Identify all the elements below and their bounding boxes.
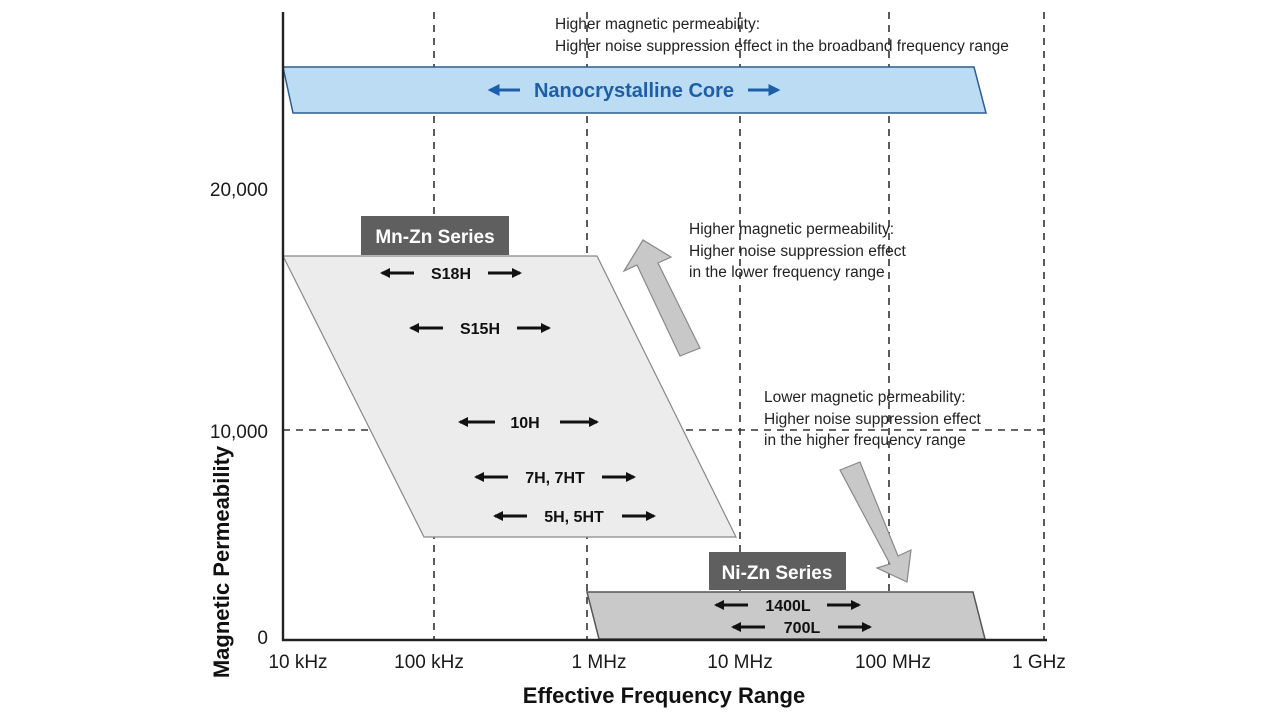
note-line: Higher noise suppression effect in the b…: [555, 38, 1009, 55]
nizn-series-title: Ni-Zn Series: [722, 563, 833, 584]
x-tick-label: 10 kHz: [268, 652, 327, 673]
note-line: Higher magnetic permeability:: [689, 221, 894, 238]
nizn-series-tag: [709, 552, 846, 590]
note-line: Lower magnetic permeability:: [764, 389, 966, 406]
material-7h: 7H, 7HT: [474, 470, 636, 487]
x-tick-label: 1 MHz: [572, 652, 627, 673]
material-1400l: 1400L: [714, 598, 861, 615]
note-broadband: Higher magnetic permeability: Higher noi…: [555, 16, 1009, 55]
mnzn-band: Mn-Zn Series S18H S15H 10H 7H, 7HT 5H, 5…: [282, 216, 737, 538]
mnzn-shape: [282, 255, 737, 538]
note-line: Higher noise suppression effect: [764, 411, 982, 428]
material-s15h: S15H: [409, 321, 551, 338]
note-line: Higher noise suppression effect: [689, 243, 907, 260]
material-700l: 700L: [731, 620, 872, 637]
mnzn-series-title: Mn-Zn Series: [375, 227, 494, 248]
mnzn-series-tag: [361, 216, 509, 255]
material-5h: 5H, 5HT: [493, 509, 656, 526]
material-label: 10H: [510, 415, 539, 432]
material-label: S15H: [460, 321, 500, 338]
down-trend-arrow: [839, 461, 912, 583]
material-label: 700L: [784, 620, 821, 637]
material-10h: 10H: [458, 415, 599, 432]
nizn-band: Ni-Zn Series 1400L 700L: [586, 552, 986, 640]
material-label: S18H: [431, 266, 471, 283]
nanocrystalline-band: Nanocrystalline Core: [282, 66, 987, 114]
x-tick-label: 10 MHz: [707, 652, 772, 673]
material-label: 5H, 5HT: [544, 509, 604, 526]
material-s18h: S18H: [380, 266, 522, 283]
nanocrystalline-shape: [282, 66, 987, 114]
y-tick-label: 0: [257, 628, 268, 649]
y-tick-label: 10,000: [210, 422, 268, 443]
up-trend-arrow: [622, 239, 701, 357]
nanocrystalline-label: Nanocrystalline Core: [534, 80, 734, 102]
x-tick-label: 1 GHz: [1012, 652, 1066, 673]
material-label: 7H, 7HT: [525, 470, 585, 487]
x-tick-label: 100 MHz: [855, 652, 931, 673]
x-axis-title: Effective Frequency Range: [523, 683, 805, 708]
note-lower-frequency: Higher magnetic permeability: Higher noi…: [689, 221, 907, 281]
note-line: in the lower frequency range: [689, 264, 885, 281]
note-line: Higher magnetic permeability:: [555, 16, 760, 33]
axes: [281, 12, 1047, 642]
y-tick-label: 20,000: [210, 180, 268, 201]
note-line: in the higher frequency range: [764, 432, 966, 449]
x-tick-label: 100 kHz: [394, 652, 464, 673]
note-higher-frequency: Lower magnetic permeability: Higher nois…: [764, 389, 982, 449]
material-label: 1400L: [765, 598, 811, 615]
y-axis-title: Magnetic Permeability: [209, 445, 234, 678]
